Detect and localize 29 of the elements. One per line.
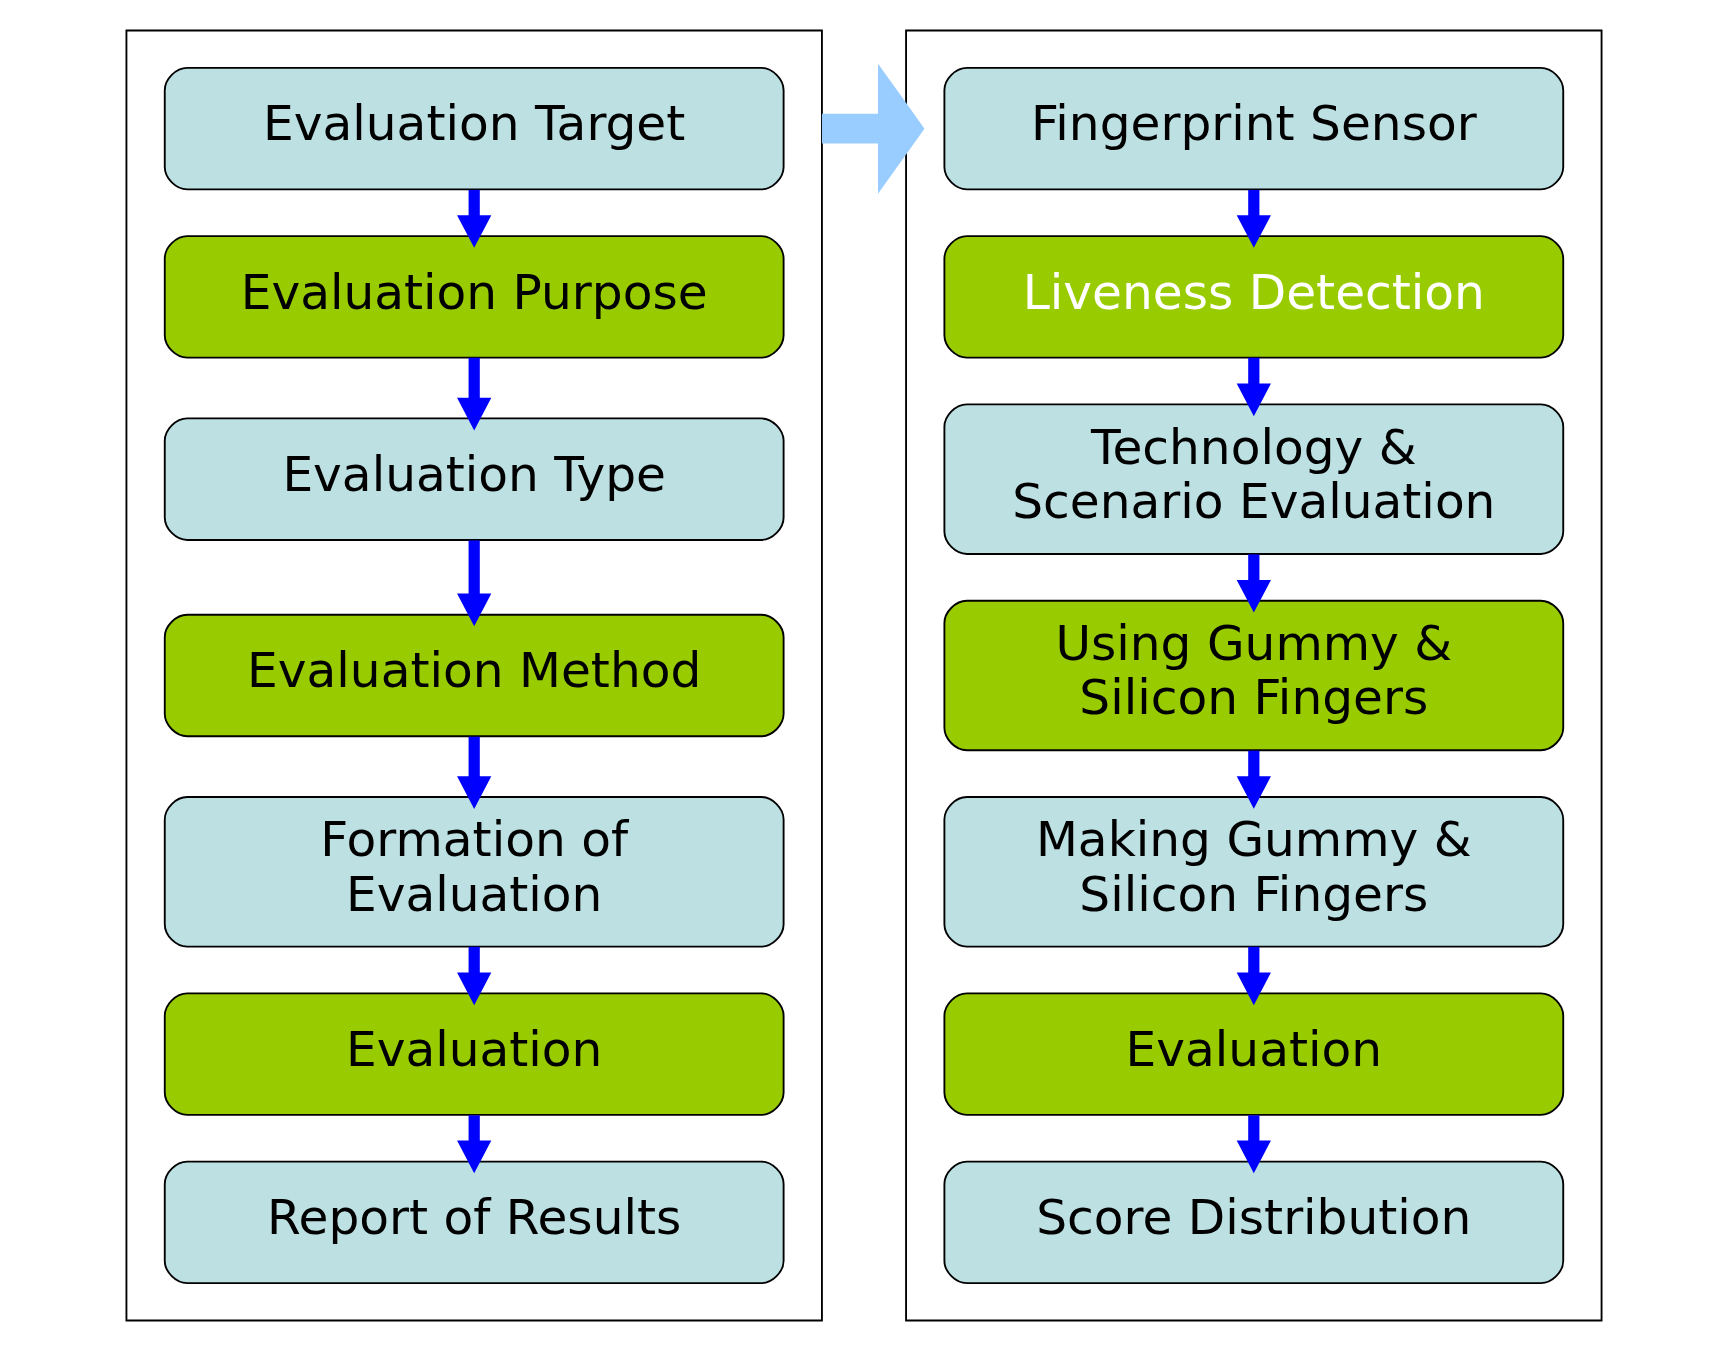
node-box: Technology & Scenario Evaluation: [943, 403, 1565, 555]
node-box: Evaluation: [163, 992, 785, 1116]
arrow: [457, 540, 492, 627]
arrow: [457, 357, 492, 431]
arrow: [1236, 357, 1271, 417]
arrow: [821, 63, 925, 194]
cluster: [125, 29, 823, 1322]
node-box: Liveness Detection: [943, 235, 1565, 359]
node-box: Report of Results: [163, 1160, 785, 1285]
arrow: [457, 736, 492, 809]
arrow: [457, 1115, 492, 1174]
node-box: Evaluation Method: [163, 613, 785, 738]
arrow: [1236, 946, 1271, 1006]
node-box: Formation of Evaluation: [163, 796, 785, 948]
arrow: [1236, 554, 1271, 613]
node-box: Evaluation Type: [163, 417, 785, 541]
node-box: Making Gummy & Silicon Fingers: [943, 796, 1565, 948]
node-box: Score Distribution: [943, 1160, 1565, 1285]
arrow: [457, 189, 492, 248]
arrow: [1236, 1115, 1271, 1174]
node-box: Evaluation Target: [163, 66, 785, 191]
node-box: Evaluation Purpose: [163, 235, 785, 359]
arrow: [1236, 750, 1271, 809]
node-box: Fingerprint Sensor: [943, 66, 1565, 191]
arrow: [1236, 189, 1271, 248]
cluster: [905, 29, 1603, 1322]
node-box: Evaluation: [943, 992, 1565, 1116]
arrow: [457, 946, 492, 1006]
node-box: Using Gummy & Silicon Fingers: [943, 599, 1565, 752]
